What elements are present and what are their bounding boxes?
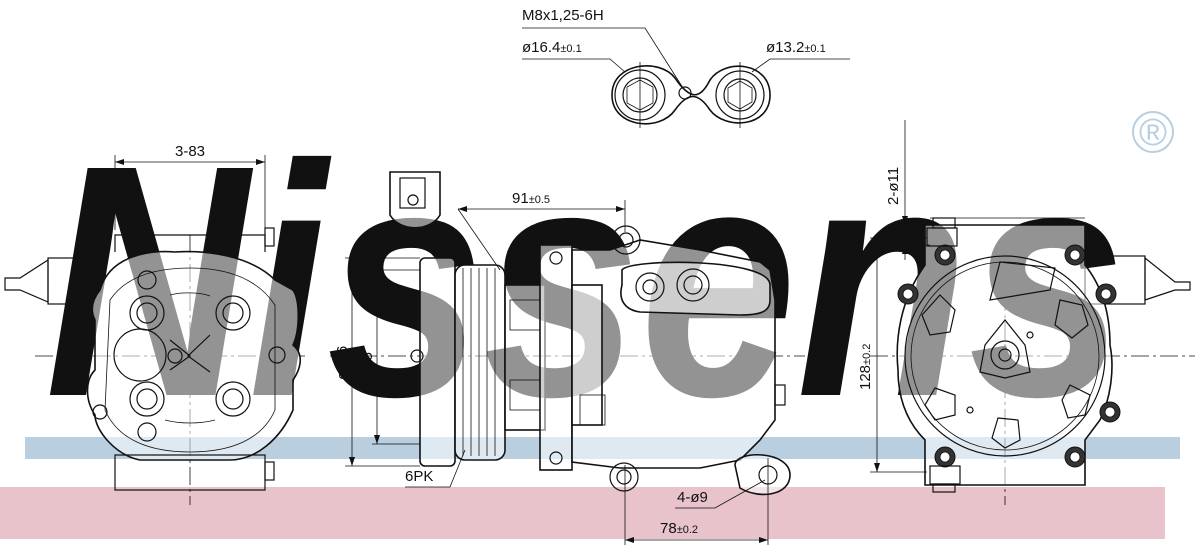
port-left-tol: ±0.1 [560, 43, 581, 55]
front-height-label: 128±0.2 [857, 344, 874, 390]
rear-width-label: 3-83 [175, 143, 205, 160]
thread-label: M8x1,25-6H [522, 7, 604, 24]
clip-detail [389, 171, 441, 229]
mount-spacing-value: 78 [660, 520, 677, 537]
pulley-offset-label: 91±0.5 [512, 190, 550, 207]
port-right-label: ø13.2±0.1 [766, 39, 826, 56]
pink-band [0, 487, 1165, 539]
side-view-dimensions [345, 200, 768, 543]
top-holes-label: 2-ø11 [885, 167, 902, 205]
port-right-dia: ø13.2 [766, 39, 804, 56]
rear-view-dimension [114, 155, 266, 230]
port-right-tol: ±0.1 [804, 43, 825, 55]
front-view-dimensions [870, 120, 1085, 473]
mount-spacing-label: 78±0.2 [660, 520, 698, 537]
front-view [870, 217, 1195, 505]
pulley-offset-value: 91 [512, 190, 529, 207]
side-view [330, 225, 805, 545]
pulley-offset-tol: ±0.5 [529, 194, 550, 206]
registered-mark: ® [1132, 111, 1174, 154]
mount-holes-label: 4-ø9 [677, 489, 708, 506]
front-height-value: 128 [857, 365, 874, 390]
pulley-inner-dia-label: ø95 [359, 352, 376, 378]
registered-mark-symbol: ® [1139, 112, 1167, 154]
port-fitting-detail [611, 62, 771, 128]
belt-type-label: 6PK [405, 468, 433, 485]
pulley-outer-dia-label: ø106 [334, 346, 351, 380]
port-dimension-leaders [522, 27, 850, 89]
front-height-tol: ±0.2 [861, 344, 873, 365]
port-left-label: ø16.4±0.1 [522, 39, 582, 56]
mount-spacing-tol: ±0.2 [677, 524, 698, 536]
rear-view [4, 227, 305, 505]
port-left-dia: ø16.4 [522, 39, 560, 56]
